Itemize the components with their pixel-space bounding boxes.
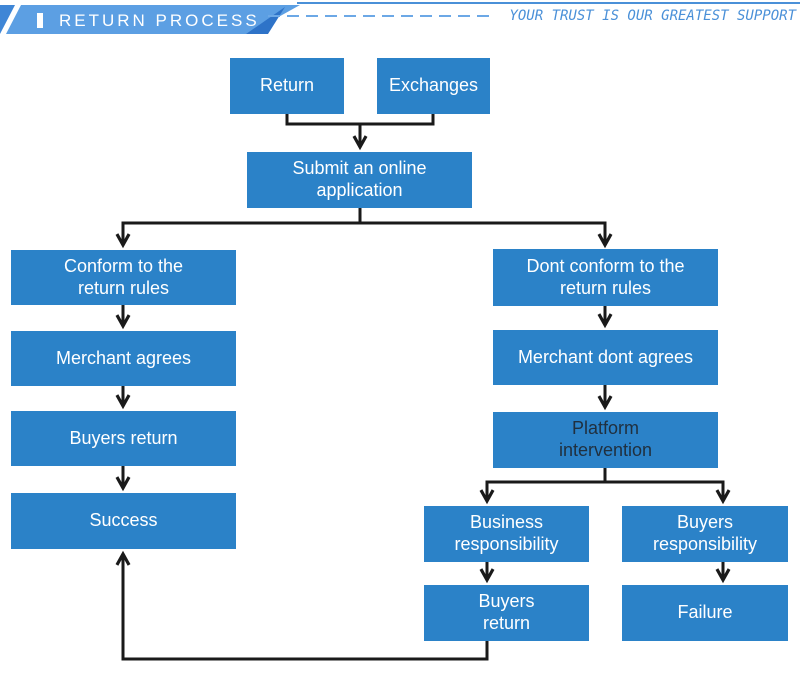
dashed-line [268, 15, 494, 17]
node-exchanges: Exchanges [377, 58, 490, 114]
node-conform-rules: Conform to the return rules [11, 250, 236, 305]
node-dont-conform-rules: Dont conform to the return rules [493, 249, 718, 306]
node-buyers-return-2: Buyers return [424, 585, 589, 641]
header-banner [6, 5, 300, 34]
header-title: RETURN PROCESS [59, 11, 260, 30]
node-failure: Failure [622, 585, 788, 641]
node-merchant-dont-agrees: Merchant dont agrees [493, 330, 718, 385]
node-platform-intervention: Platform intervention [493, 412, 718, 468]
node-success: Success [11, 493, 236, 549]
node-buyers-return: Buyers return [11, 411, 236, 466]
node-buyers-responsibility: Buyers responsibility [622, 506, 788, 562]
title-bar-icon [37, 13, 43, 28]
header-slogan: YOUR TRUST IS OUR GREATEST SUPPORT [509, 8, 796, 24]
node-return: Return [230, 58, 344, 114]
node-business-responsibility: Business responsibility [424, 506, 589, 562]
header: RETURN PROCESS YOUR TRUST IS OUR GREATES… [0, 0, 800, 42]
node-submit-application: Submit an online application [247, 152, 472, 208]
node-merchant-agrees: Merchant agrees [11, 331, 236, 386]
header-top-line [297, 2, 800, 4]
